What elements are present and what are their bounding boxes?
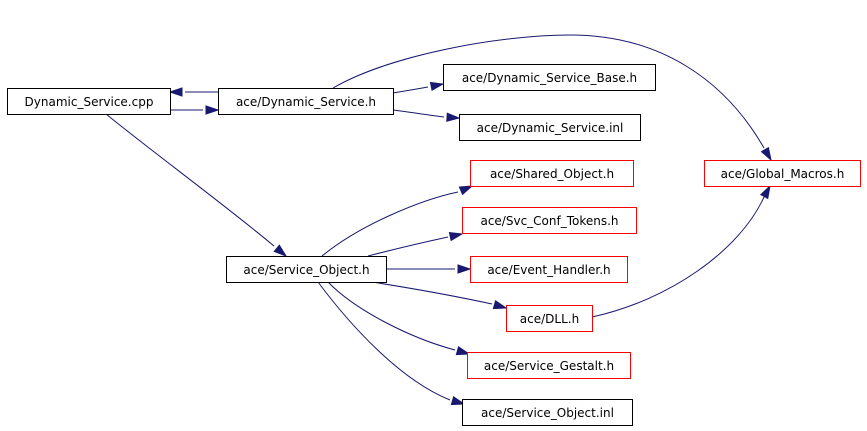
edge-line — [392, 109, 445, 118]
node-dynamic-service-h[interactable]: ace/Dynamic_Service.h — [218, 88, 394, 115]
arrowhead-icon — [446, 112, 461, 122]
edge-service-object-h-to-service-gestalt-h — [327, 281, 471, 356]
node-box — [506, 305, 593, 332]
node-label: ace/Dynamic_Service.h — [236, 95, 376, 109]
arrowhead-icon — [429, 81, 445, 92]
node-label: ace/Svc_Conf_Tokens.h — [480, 214, 618, 228]
edge-line — [317, 281, 451, 401]
node-label: ace/Service_Object.inl — [481, 406, 614, 420]
edge-line — [371, 281, 493, 305]
node-label: ace/Event_Handler.h — [487, 263, 610, 277]
node-label: ace/Service_Gestalt.h — [484, 359, 614, 373]
node-box — [7, 88, 171, 115]
arrowhead-icon — [492, 300, 508, 310]
node-label: ace/DLL.h — [520, 312, 579, 326]
node-box[interactable] — [443, 64, 656, 91]
edge-service-object-h-to-service-object-inl — [317, 281, 466, 406]
node-box — [467, 352, 631, 379]
arrowhead-icon — [450, 396, 466, 406]
node-service-gestalt-h: ace/Service_Gestalt.h — [467, 352, 631, 379]
node-label: ace/Global_Macros.h — [721, 167, 845, 181]
arrowhead-icon — [759, 184, 771, 200]
node-box[interactable] — [462, 399, 633, 426]
edge-line — [367, 236, 449, 257]
edge-dynamic-service-cpp-to-service-object-h — [105, 113, 288, 258]
arrowhead-icon — [273, 244, 288, 258]
node-dll-h: ace/DLL.h — [506, 305, 593, 332]
node-label: Dynamic_Service.cpp — [25, 95, 154, 109]
edge-dynamic-service-h-to-dynamic-service-base-h — [392, 81, 445, 94]
arrowhead-icon — [458, 185, 474, 196]
edge-service-object-h-to-event-handler-h — [386, 264, 472, 274]
edge-dynamic-service-h-to-dynamic-service-inl — [392, 109, 461, 122]
arrowhead-icon — [168, 87, 183, 97]
node-box[interactable] — [226, 256, 387, 283]
arrowhead-icon — [760, 146, 772, 162]
edge-service-object-h-to-shared-object-h — [321, 185, 474, 257]
node-dynamic-service-base-h[interactable]: ace/Dynamic_Service_Base.h — [443, 64, 656, 91]
arrowhead-icon — [457, 264, 472, 274]
node-dynamic-service-inl[interactable]: ace/Dynamic_Service.inl — [459, 114, 641, 141]
node-box — [462, 207, 637, 234]
node-event-handler-h: ace/Event_Handler.h — [470, 256, 628, 283]
node-box[interactable] — [459, 114, 641, 141]
edge-dynamic-service-cpp-to-dynamic-service-h — [170, 105, 220, 115]
arrowhead-icon — [448, 232, 464, 242]
node-label: ace/Shared_Object.h — [490, 167, 614, 181]
edge-dynamic-service-h-to-dynamic-service-cpp — [168, 87, 218, 97]
edge-line — [332, 34, 765, 149]
edge-dll-h-to-global-macros-h — [591, 184, 771, 318]
arrowhead-icon — [455, 346, 471, 356]
edge-dynamic-service-h-to-global-macros-h — [332, 34, 772, 162]
edge-service-object-h-to-dll-h — [371, 281, 508, 310]
node-service-object-inl[interactable]: ace/Service_Object.inl — [462, 399, 633, 426]
node-svc-conf-tokens-h: ace/Svc_Conf_Tokens.h — [462, 207, 637, 234]
edge-line — [591, 196, 765, 318]
node-dynamic-service-cpp: Dynamic_Service.cpp — [7, 88, 171, 115]
node-global-macros-h: ace/Global_Macros.h — [704, 160, 861, 187]
edge-service-object-h-to-svc-conf-tokens-h — [367, 232, 464, 257]
nodes-layer: Dynamic_Service.cpp ace/Dynamic_Service.h… — [7, 64, 861, 426]
node-box — [470, 256, 628, 283]
node-box — [470, 160, 634, 187]
edges-layer — [105, 34, 772, 406]
edge-line — [392, 86, 429, 94]
node-label: ace/Dynamic_Service.inl — [477, 121, 624, 135]
edge-line — [105, 113, 275, 247]
node-shared-object-h: ace/Shared_Object.h — [470, 160, 634, 187]
node-box — [704, 160, 861, 187]
edge-line — [327, 281, 456, 351]
node-label: ace/Service_Object.h — [243, 263, 369, 277]
node-box[interactable] — [218, 88, 394, 115]
edge-line — [321, 191, 459, 257]
arrowhead-icon — [205, 105, 220, 115]
node-label: ace/Dynamic_Service_Base.h — [462, 71, 637, 85]
node-service-object-h[interactable]: ace/Service_Object.h — [226, 256, 387, 283]
